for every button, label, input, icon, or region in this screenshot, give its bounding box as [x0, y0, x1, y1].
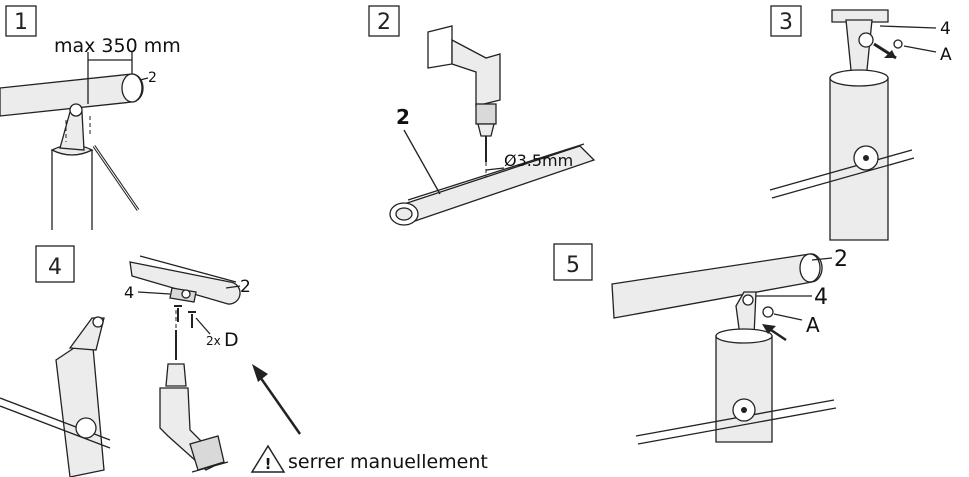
svg-text:!: ! — [265, 455, 272, 473]
step-3: 3 4 A — [769, 5, 952, 241]
step-1-bracket — [59, 111, 85, 151]
step-4-warning-text: serrer manuellement — [288, 451, 488, 473]
step-5-screw-icon — [762, 306, 774, 318]
step-4-rail-label: 2 — [240, 277, 251, 297]
warning-triangle-icon — [250, 444, 286, 473]
step-1-dimension: max 350 mm — [54, 35, 181, 57]
step-5-bracket-label: 4 — [814, 285, 828, 310]
step-4: 4 4 2 2x D — [0, 245, 488, 477]
step-5-box — [553, 243, 593, 281]
step-1-number: 1 — [14, 10, 28, 35]
step-4-screw-icon — [174, 305, 182, 322]
step-2-drill-icon — [427, 25, 501, 162]
step-1-part-label: 2 — [148, 70, 157, 86]
step-4-handrail — [129, 261, 241, 305]
step-2-part-label: 2 — [396, 105, 410, 129]
step-2-box — [368, 5, 400, 37]
step-3-screw-label: A — [940, 45, 952, 65]
step-5-crossbar — [635, 399, 835, 437]
step-3-screw-icon — [893, 39, 903, 49]
step-1-post — [51, 150, 93, 230]
step-4-qty: 2x — [206, 334, 221, 348]
step-4-bracket-label: 4 — [124, 283, 134, 302]
step-3-crossbar — [769, 149, 913, 191]
step-5-screw-label: A — [806, 313, 820, 337]
step-3-box — [770, 5, 802, 37]
step-2-number: 2 — [377, 10, 391, 35]
step-1: 1 max 350 mm 2 — [0, 5, 181, 230]
step-1-screw-icon — [69, 103, 83, 117]
step-3-number: 3 — [779, 10, 793, 35]
step-2-drill-diameter: Ø3.5mm — [504, 151, 573, 170]
step-4-screw-label: D — [224, 329, 239, 351]
step-5-handrail — [611, 253, 823, 319]
step-4-box — [35, 245, 75, 283]
step-4-arrow-icon — [256, 373, 302, 435]
step-1-handrail-end — [121, 73, 143, 103]
step-4-drill-icon — [159, 330, 229, 473]
step-3-bracket-label: 4 — [940, 19, 951, 39]
step-5: 5 2 4 A — [553, 243, 848, 445]
step-2: 2 2 Ø3.5mm — [368, 5, 596, 226]
step-5-number: 5 — [566, 253, 580, 278]
step-5-rail-label: 2 — [834, 247, 848, 272]
step-4-number: 4 — [48, 255, 62, 280]
step-1-box — [5, 5, 37, 37]
step-4-post — [55, 334, 105, 477]
step-5-post — [715, 335, 773, 443]
step-3-bracket-plate — [831, 9, 889, 23]
